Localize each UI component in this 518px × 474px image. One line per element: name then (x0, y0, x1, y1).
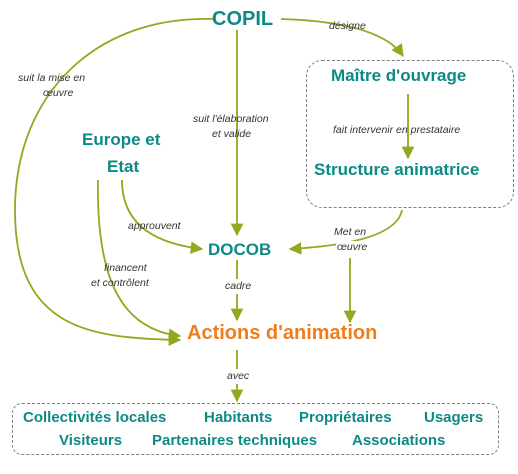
edge-approuvent (121, 179, 204, 254)
label-financent-line2: et contrôlent (91, 277, 149, 289)
label-avec: avec (226, 369, 251, 384)
edge-met-en-oeuvre-docob (288, 209, 403, 255)
label-suit-elaboration-line1: suit l'élaboration (193, 113, 269, 125)
label-fait-intervenir: fait intervenir en prestataire (333, 124, 461, 136)
label-suit-mise-line1: suit la mise en (18, 72, 86, 84)
label-approuvent: approuvent (128, 220, 181, 232)
node-docob: DOCOB (208, 240, 272, 259)
node-actions-animation: Actions d'animation (187, 322, 378, 344)
actor-associations: Associations (352, 432, 446, 449)
node-structure-animatrice: Structure animatrice (314, 160, 480, 179)
actor-partenaires-techniques: Partenaires techniques (152, 432, 318, 449)
label-met-en-line1: Met en (334, 226, 367, 238)
label-financent-line1: financent (104, 262, 147, 274)
node-maitre-ouvrage: Maître d'ouvrage (331, 66, 467, 85)
actors-box (12, 403, 499, 455)
node-copil: COPIL (212, 8, 274, 30)
actor-proprietaires: Propriétaires (299, 409, 392, 426)
node-europe-etat-line2: Etat (107, 157, 140, 176)
label-suit-mise-line2: œuvre (43, 87, 74, 99)
edge-suit-mise-en-oeuvre (14, 18, 215, 347)
label-cadre: cadre (224, 279, 253, 294)
edge-financent (97, 179, 182, 341)
label-suit-elaboration-line2: et valide (212, 128, 252, 140)
maitre-ouvrage-group-box (306, 60, 514, 208)
node-europe-etat-line1: Europe et (82, 130, 161, 149)
label-designe: désigne (329, 20, 366, 32)
actor-collectivites-locales: Collectivités locales (23, 409, 167, 426)
edge-designe (280, 18, 404, 58)
actor-usagers: Usagers (424, 409, 484, 426)
actor-visiteurs: Visiteurs (59, 432, 123, 449)
actor-habitants: Habitants (204, 409, 273, 426)
label-met-en-line2: œuvre (336, 241, 369, 254)
